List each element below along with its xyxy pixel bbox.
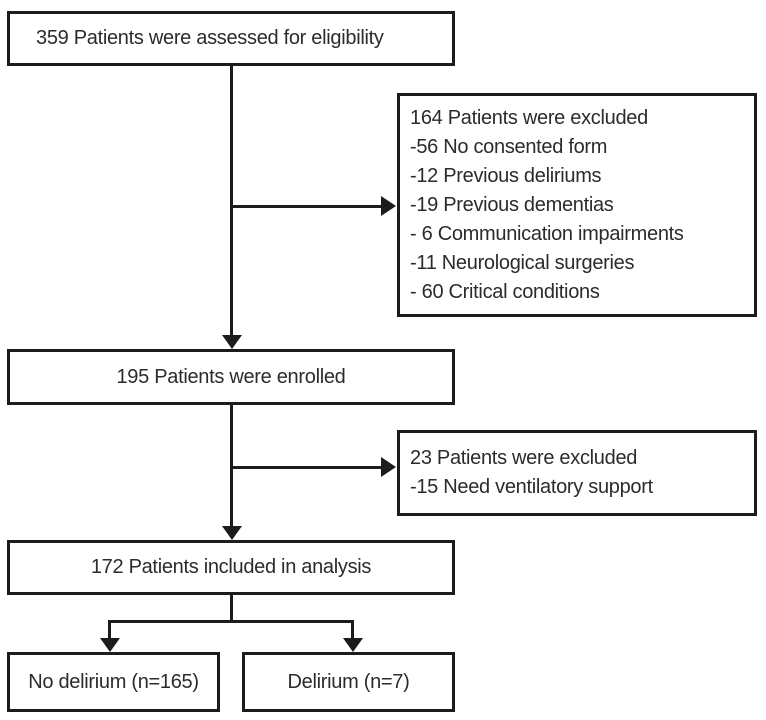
excluded-secondary-box: 23 Patients were excluded -15 Need venti… — [397, 430, 757, 516]
excluded-primary-box: 164 Patients were excluded -56 No consen… — [397, 93, 757, 317]
exclusion-reason: - 6 Communication impairments — [410, 223, 684, 245]
delirium-label: Delirium (n=7) — [287, 670, 410, 693]
connector-to-excluded-primary — [230, 205, 382, 208]
arrowhead-down-icon — [343, 638, 363, 652]
delirium-box: Delirium (n=7) — [242, 652, 455, 712]
arrowhead-down-icon — [222, 335, 242, 349]
analysis-box: 172 Patients included in analysis — [7, 540, 455, 595]
exclusion-reason: -19 Previous dementias — [410, 194, 614, 216]
analysis-label: 172 Patients included in analysis — [90, 556, 372, 578]
connector-assessed-to-enrolled — [230, 64, 233, 336]
connector-split-branch — [108, 620, 354, 623]
exclusion-reason: -12 Previous deliriums — [410, 165, 602, 187]
exclusion-reason: -11 Neurological surgeries — [410, 252, 635, 274]
enrolled-box: 195 Patients were enrolled — [7, 349, 455, 405]
assessed-eligibility-box: 359 Patients were assessed for eligibili… — [7, 11, 455, 66]
arrowhead-right-icon — [381, 457, 396, 477]
arrowhead-down-icon — [222, 526, 242, 540]
excluded-primary-title: 164 Patients were excluded — [410, 107, 648, 129]
assessed-eligibility-label: 359 Patients were assessed for eligibili… — [36, 27, 384, 49]
connector-right-branch — [351, 620, 354, 639]
no-delirium-box: No delirium (n=165) — [7, 652, 220, 712]
arrowhead-down-icon — [100, 638, 120, 652]
exclusion-reason: - 60 Critical conditions — [410, 281, 600, 303]
no-delirium-label: No delirium (n=165) — [28, 670, 199, 693]
excluded-secondary-title: 23 Patients were excluded — [410, 447, 638, 469]
exclusion-reason: -56 No consented form — [410, 136, 608, 158]
enrolled-label: 195 Patients were enrolled — [116, 365, 346, 388]
arrowhead-right-icon — [381, 196, 396, 216]
connector-left-branch — [108, 620, 111, 639]
connector-enrolled-to-analysis — [230, 403, 233, 527]
connector-to-excluded-secondary — [230, 466, 382, 469]
exclusion-reason: -15 Need ventilatory support — [410, 476, 653, 498]
connector-analysis-stub — [230, 593, 233, 623]
